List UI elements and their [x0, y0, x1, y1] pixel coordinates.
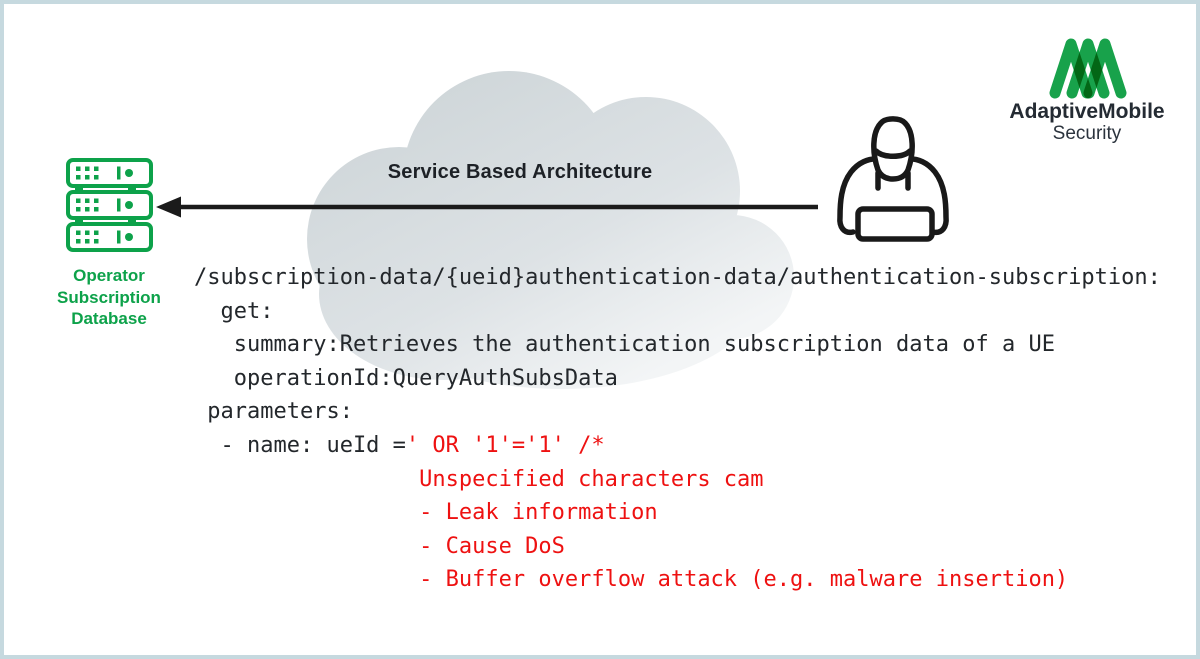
code-text: summary:Retrieves the authentication sub… [194, 332, 1055, 358]
code-injection-text: ' OR '1'='1' /* [405, 432, 605, 458]
code-line: parameters: [194, 395, 1161, 429]
code-injection-text: - Cause DoS [194, 533, 565, 559]
code-line: /subscription-data/{ueid}authentication-… [194, 261, 1161, 295]
code-line: Unspecified characters cam [194, 463, 1161, 497]
code-text: parameters: [194, 399, 353, 425]
code-line: - name: ueId =' OR '1'='1' /* [194, 429, 1161, 463]
code-injection-text: - Buffer overflow attack (e.g. malware i… [194, 567, 1069, 593]
server-stack-icon [66, 158, 153, 252]
code-line: summary:Retrieves the authentication sub… [194, 328, 1161, 362]
code-line: - Cause DoS [194, 530, 1161, 564]
hacker-with-laptop-icon [837, 116, 949, 242]
code-text: operationId:QueryAuthSubsData [194, 365, 618, 391]
cloud-shape [307, 71, 794, 389]
brand-subtitle: Security [1052, 123, 1122, 144]
code-line: operationId:QueryAuthSubsData [194, 362, 1161, 396]
code-line: - Leak information [194, 496, 1161, 530]
attack-arrow [156, 196, 818, 218]
brand-name: AdaptiveMobile [1009, 100, 1165, 123]
brand-text: AdaptiveMobile Security [1000, 100, 1174, 145]
code-injection-text: - Leak information [194, 500, 658, 526]
cloud-title: Service Based Architecture [387, 161, 653, 183]
code-block: /subscription-data/{ueid}authentication-… [194, 261, 1161, 597]
code-text: get: [194, 298, 274, 324]
code-line: get: [194, 295, 1161, 329]
code-line: - Buffer overflow attack (e.g. malware i… [194, 563, 1161, 597]
code-text: - name: ueId = [194, 432, 406, 458]
database-label: Operator Subscription Database [57, 266, 161, 328]
code-text: /subscription-data/{ueid}authentication-… [194, 265, 1161, 290]
adaptivemobile-monogram-icon [1049, 38, 1127, 99]
code-injection-text: Unspecified characters cam [194, 466, 764, 492]
